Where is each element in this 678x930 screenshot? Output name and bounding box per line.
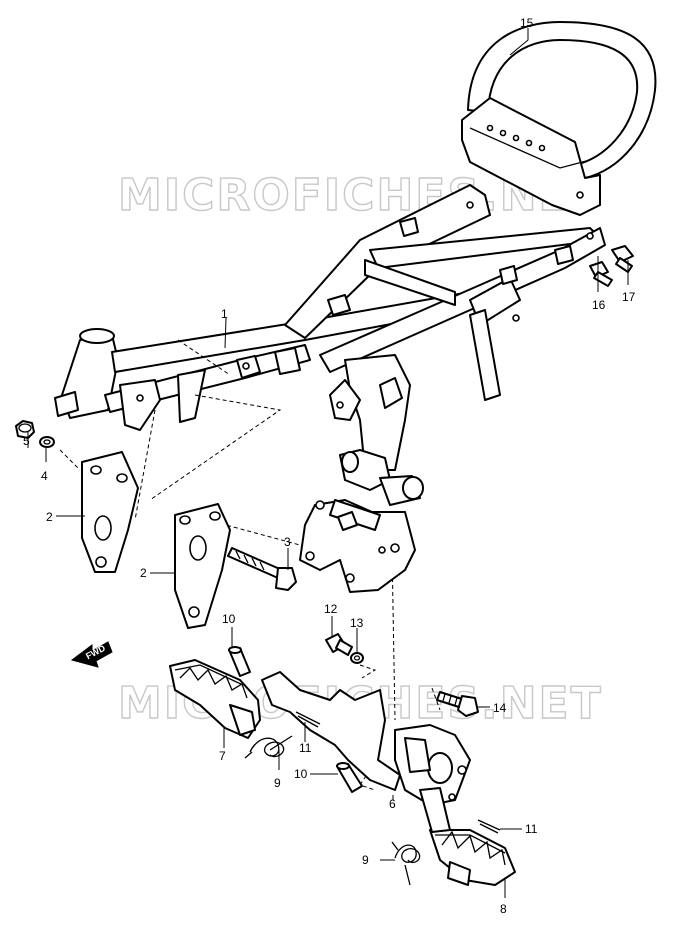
washer — [39, 436, 55, 448]
callout-14: 14 — [493, 701, 507, 715]
callout-9-right: 9 — [362, 853, 369, 867]
bolt-16 — [589, 261, 613, 287]
pin-upper — [228, 646, 251, 677]
small-bolt — [325, 633, 353, 656]
callout-4: 4 — [41, 469, 48, 483]
callout-11-right: 11 — [525, 822, 538, 836]
callout-11-left: 11 — [299, 741, 312, 755]
footpeg-left — [169, 659, 261, 739]
callout-6: 6 — [389, 797, 396, 811]
callout-13: 13 — [350, 616, 364, 630]
cotter-pin-left — [295, 711, 321, 728]
callout-7: 7 — [219, 749, 226, 763]
callout-5: 5 — [23, 434, 30, 448]
grab-handle — [461, 21, 657, 216]
footpeg-bracket — [299, 499, 416, 593]
callout-1: 1 — [221, 307, 228, 321]
pin-lower — [336, 762, 363, 793]
spring-left — [244, 735, 293, 759]
small-washer — [350, 652, 364, 664]
bolt-right — [436, 691, 479, 717]
engine-plate-right — [174, 503, 231, 629]
footrest-bracket — [261, 671, 471, 806]
callout-2-lower: 2 — [140, 566, 147, 580]
engine-plate-left — [81, 451, 139, 573]
callout-12: 12 — [324, 602, 338, 616]
callout-9-left: 9 — [274, 776, 281, 790]
leader-lines — [27, 28, 629, 898]
spring-right — [391, 841, 421, 886]
callout-10-upper: 10 — [222, 612, 236, 626]
main-frame — [54, 184, 606, 506]
long-bolt — [227, 547, 297, 591]
callout-2-upper: 2 — [46, 510, 53, 524]
nut — [15, 420, 35, 439]
footpeg-right — [419, 787, 516, 886]
bolt-17 — [611, 245, 634, 273]
callout-8: 8 — [500, 902, 507, 916]
callout-16: 16 — [592, 298, 606, 312]
callout-10-lower: 10 — [294, 767, 308, 781]
callout-3: 3 — [284, 535, 291, 549]
fwd-arrow-icon: FWD — [70, 641, 113, 668]
callout-17: 17 — [622, 290, 636, 304]
callout-15: 15 — [520, 16, 534, 30]
cotter-pin-right — [477, 819, 501, 834]
